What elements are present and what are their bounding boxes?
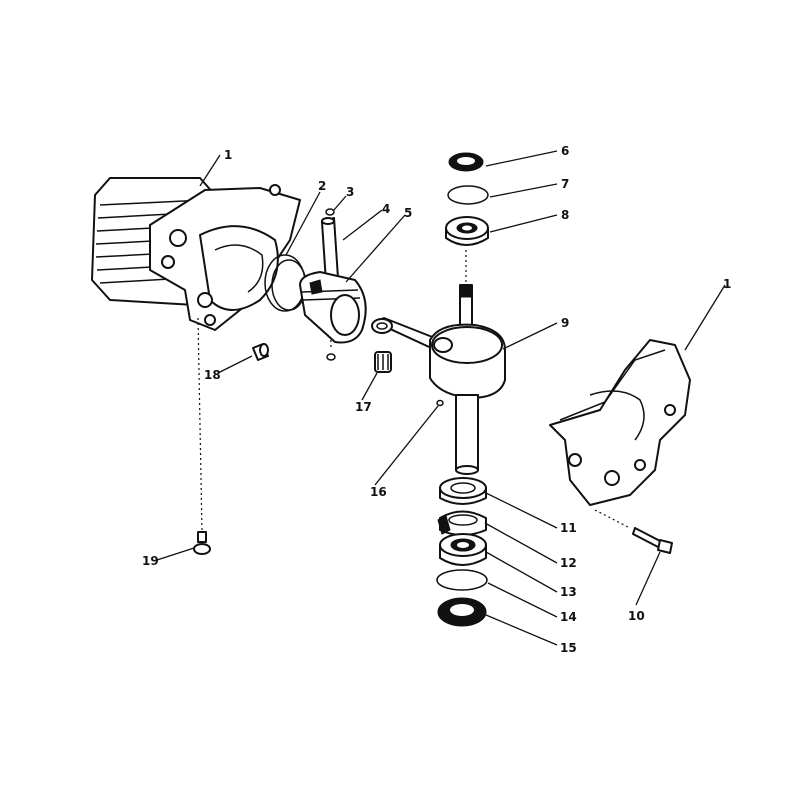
callout-3: 3 — [346, 185, 354, 199]
lower-bearing-stack — [436, 477, 488, 627]
callout-9: 9 — [561, 316, 569, 330]
cylinder-assembly — [91, 177, 301, 533]
callout-4: 4 — [382, 202, 390, 216]
leader-lines — [156, 150, 726, 646]
callout-13: 13 — [560, 585, 577, 599]
upper-snap-ring — [447, 185, 489, 205]
callout-6: 6 — [561, 144, 569, 158]
piston — [299, 271, 367, 344]
screw — [193, 531, 211, 555]
callout-11: 11 — [560, 521, 577, 535]
upper-bearing — [445, 216, 489, 282]
crankshaft — [429, 284, 506, 475]
dowel-pin — [252, 343, 269, 361]
bolt — [632, 527, 673, 554]
callout-12: 12 — [560, 556, 577, 570]
callout-1-cylinder: 1 — [224, 148, 232, 162]
woodruff-key — [436, 399, 444, 407]
callout-16: 16 — [370, 485, 387, 499]
callout-2: 2 — [318, 179, 326, 193]
callout-17: 17 — [355, 400, 372, 414]
callout-19: 19 — [142, 554, 159, 568]
callout-1-crankcase: 1 — [723, 277, 731, 291]
crankcase-half — [549, 339, 691, 529]
callout-14: 14 — [560, 610, 577, 624]
callout-18: 18 — [204, 368, 221, 382]
callout-15: 15 — [560, 641, 577, 655]
callout-labels: 1 2 3 4 5 6 7 8 9 1 10 11 12 13 14 15 16… — [142, 144, 731, 655]
callout-5: 5 — [404, 206, 412, 220]
callout-8: 8 — [561, 208, 569, 222]
upper-seal — [448, 152, 484, 172]
callout-10: 10 — [628, 609, 645, 623]
callout-7: 7 — [561, 177, 569, 191]
needle-bearing — [374, 351, 392, 373]
